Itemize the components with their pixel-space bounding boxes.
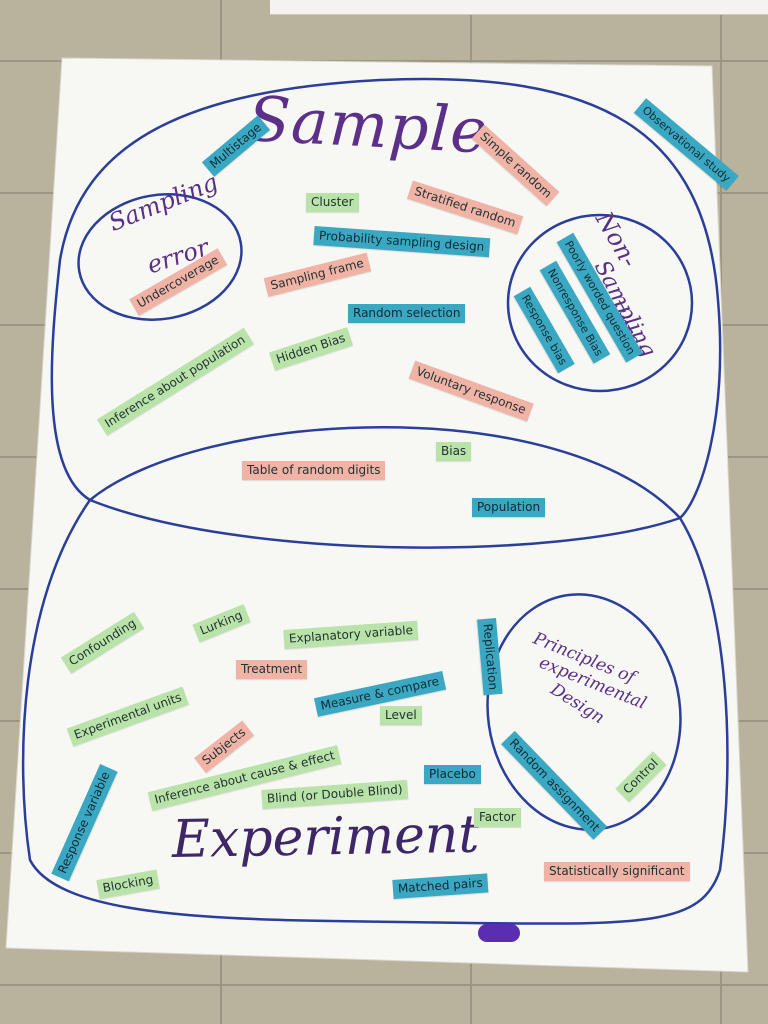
experiment-oval-outline: [21, 426, 729, 925]
sampling-error-circle: [77, 193, 243, 321]
tag-treatment: Treatment: [236, 660, 308, 679]
upper-poster-edge: [270, 0, 768, 15]
tag-bias: Bias: [436, 442, 472, 461]
tag-placebo: Placebo: [424, 765, 481, 784]
tag-cluster: Cluster: [306, 193, 359, 212]
poster-magnet: [478, 924, 520, 942]
tag-statistically-significant: Statistically significant: [544, 862, 690, 881]
tag-level: Level: [380, 706, 422, 725]
tag-factor: Factor: [474, 808, 521, 827]
tag-table-of-random-digits: Table of random digits: [242, 461, 386, 480]
tag-population: Population: [472, 498, 546, 517]
nonsampling-error-circle: [506, 213, 694, 393]
tag-random-selection: Random selection: [348, 304, 466, 323]
sample-title: Sample: [246, 82, 491, 168]
experiment-title: Experiment: [171, 804, 480, 870]
sample-oval-outline: [50, 77, 722, 549]
